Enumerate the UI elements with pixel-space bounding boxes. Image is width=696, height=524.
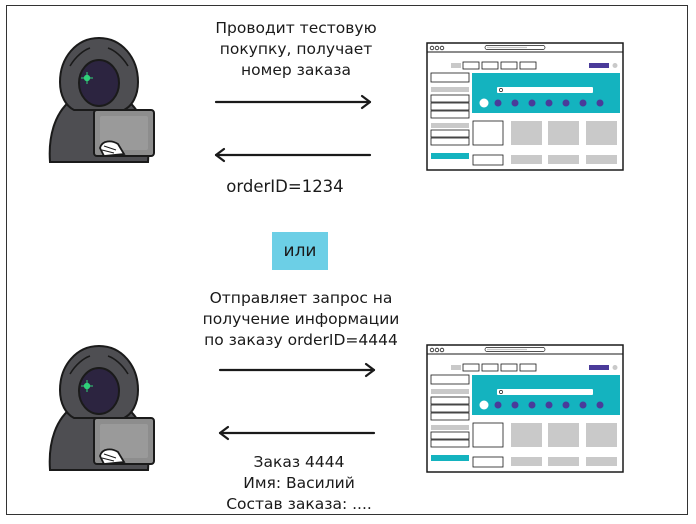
bottom-response-line-3: Состав заказа: .... — [226, 495, 372, 513]
bottom-request-line-2: получение информации — [202, 310, 400, 328]
bottom-response-line-2: Имя: Василий — [243, 474, 355, 492]
top-response-arrow — [214, 147, 372, 163]
or-badge: или — [272, 232, 328, 270]
bottom-response-arrow — [218, 425, 376, 441]
bottom-response-line-1: Заказ 4444 — [253, 453, 345, 471]
bottom-request-line-1: Отправляет запрос на — [209, 289, 393, 307]
top-request-line-3: номер заказа — [241, 61, 351, 79]
top-request-line-2: покупку, получает — [219, 40, 373, 58]
bottom-request-arrow — [218, 362, 376, 378]
top-request-line-1: Проводит тестовую — [215, 19, 377, 37]
top-request-label: Проводит тестовую покупку, получает номе… — [196, 18, 396, 81]
bottom-response-label: Заказ 4444 Имя: Василий Состав заказа: .… — [214, 452, 384, 515]
or-badge-label: или — [283, 241, 317, 261]
top-request-arrow — [214, 94, 372, 110]
bottom-request-label: Отправляет запрос на получение информаци… — [196, 288, 406, 351]
bottom-request-line-3: по заказу orderID=4444 — [204, 331, 398, 349]
top-response-label: orderID=1234 — [226, 177, 344, 196]
